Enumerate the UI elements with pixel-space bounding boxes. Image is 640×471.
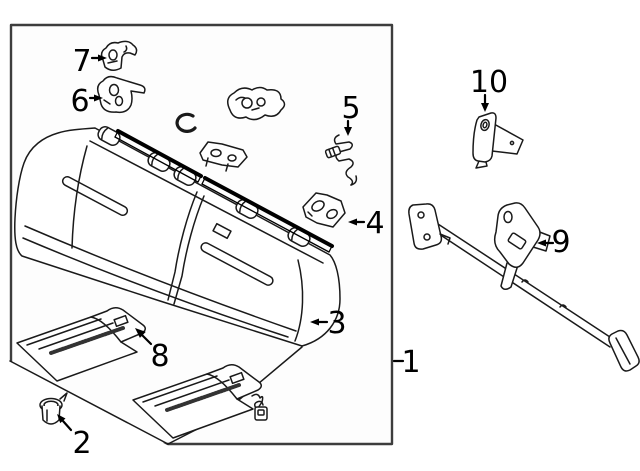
callout-8: [135, 328, 153, 346]
callout-number-10: 10: [470, 65, 508, 100]
floor-grommet-clip: [39, 392, 68, 425]
mat-buckle: [251, 393, 268, 421]
callout-2: [57, 414, 73, 432]
callout-5: [344, 119, 352, 136]
rear-edge-mounts: [97, 126, 311, 247]
crossmember-bracket: [408, 202, 640, 372]
hinge-clip-upper-left: [100, 40, 138, 71]
callout-4: [348, 218, 366, 226]
callout-numbers: 7 6 5 10 4 9 3 8 1 2: [70, 44, 570, 461]
callout-number-7: 7: [72, 44, 91, 79]
callout-9: [537, 239, 555, 247]
wire-striker: [324, 134, 358, 186]
callout-number-6: 6: [70, 84, 89, 119]
stamped-plate-center: [199, 141, 248, 172]
seat-heater-mat-right: [132, 364, 262, 439]
callout-number-3: 3: [327, 306, 346, 341]
callout-number-8: 8: [150, 339, 169, 374]
floor-edge-left: [9, 360, 169, 445]
mounting-bracket: [472, 112, 524, 169]
trim-strips: [114, 129, 334, 253]
callouts: [57, 54, 555, 432]
callout-number-1: 1: [401, 345, 420, 380]
callout-3: [310, 318, 329, 326]
callout-10: [481, 93, 489, 112]
seat-cushion-drawing: [14, 126, 341, 347]
callout-number-2: 2: [72, 426, 91, 461]
callout-7: [90, 54, 107, 62]
callout-6: [88, 94, 103, 102]
stamped-bracket-right: [302, 192, 346, 228]
c-clip: [175, 112, 197, 133]
floor-plane-fill: [0, 361, 169, 471]
wire-latch-part: [227, 86, 286, 121]
callout-number-5: 5: [341, 91, 360, 126]
callout-number-4: 4: [365, 206, 384, 241]
callout-number-9: 9: [551, 225, 570, 260]
hinge-clip-lower-left: [96, 75, 146, 114]
